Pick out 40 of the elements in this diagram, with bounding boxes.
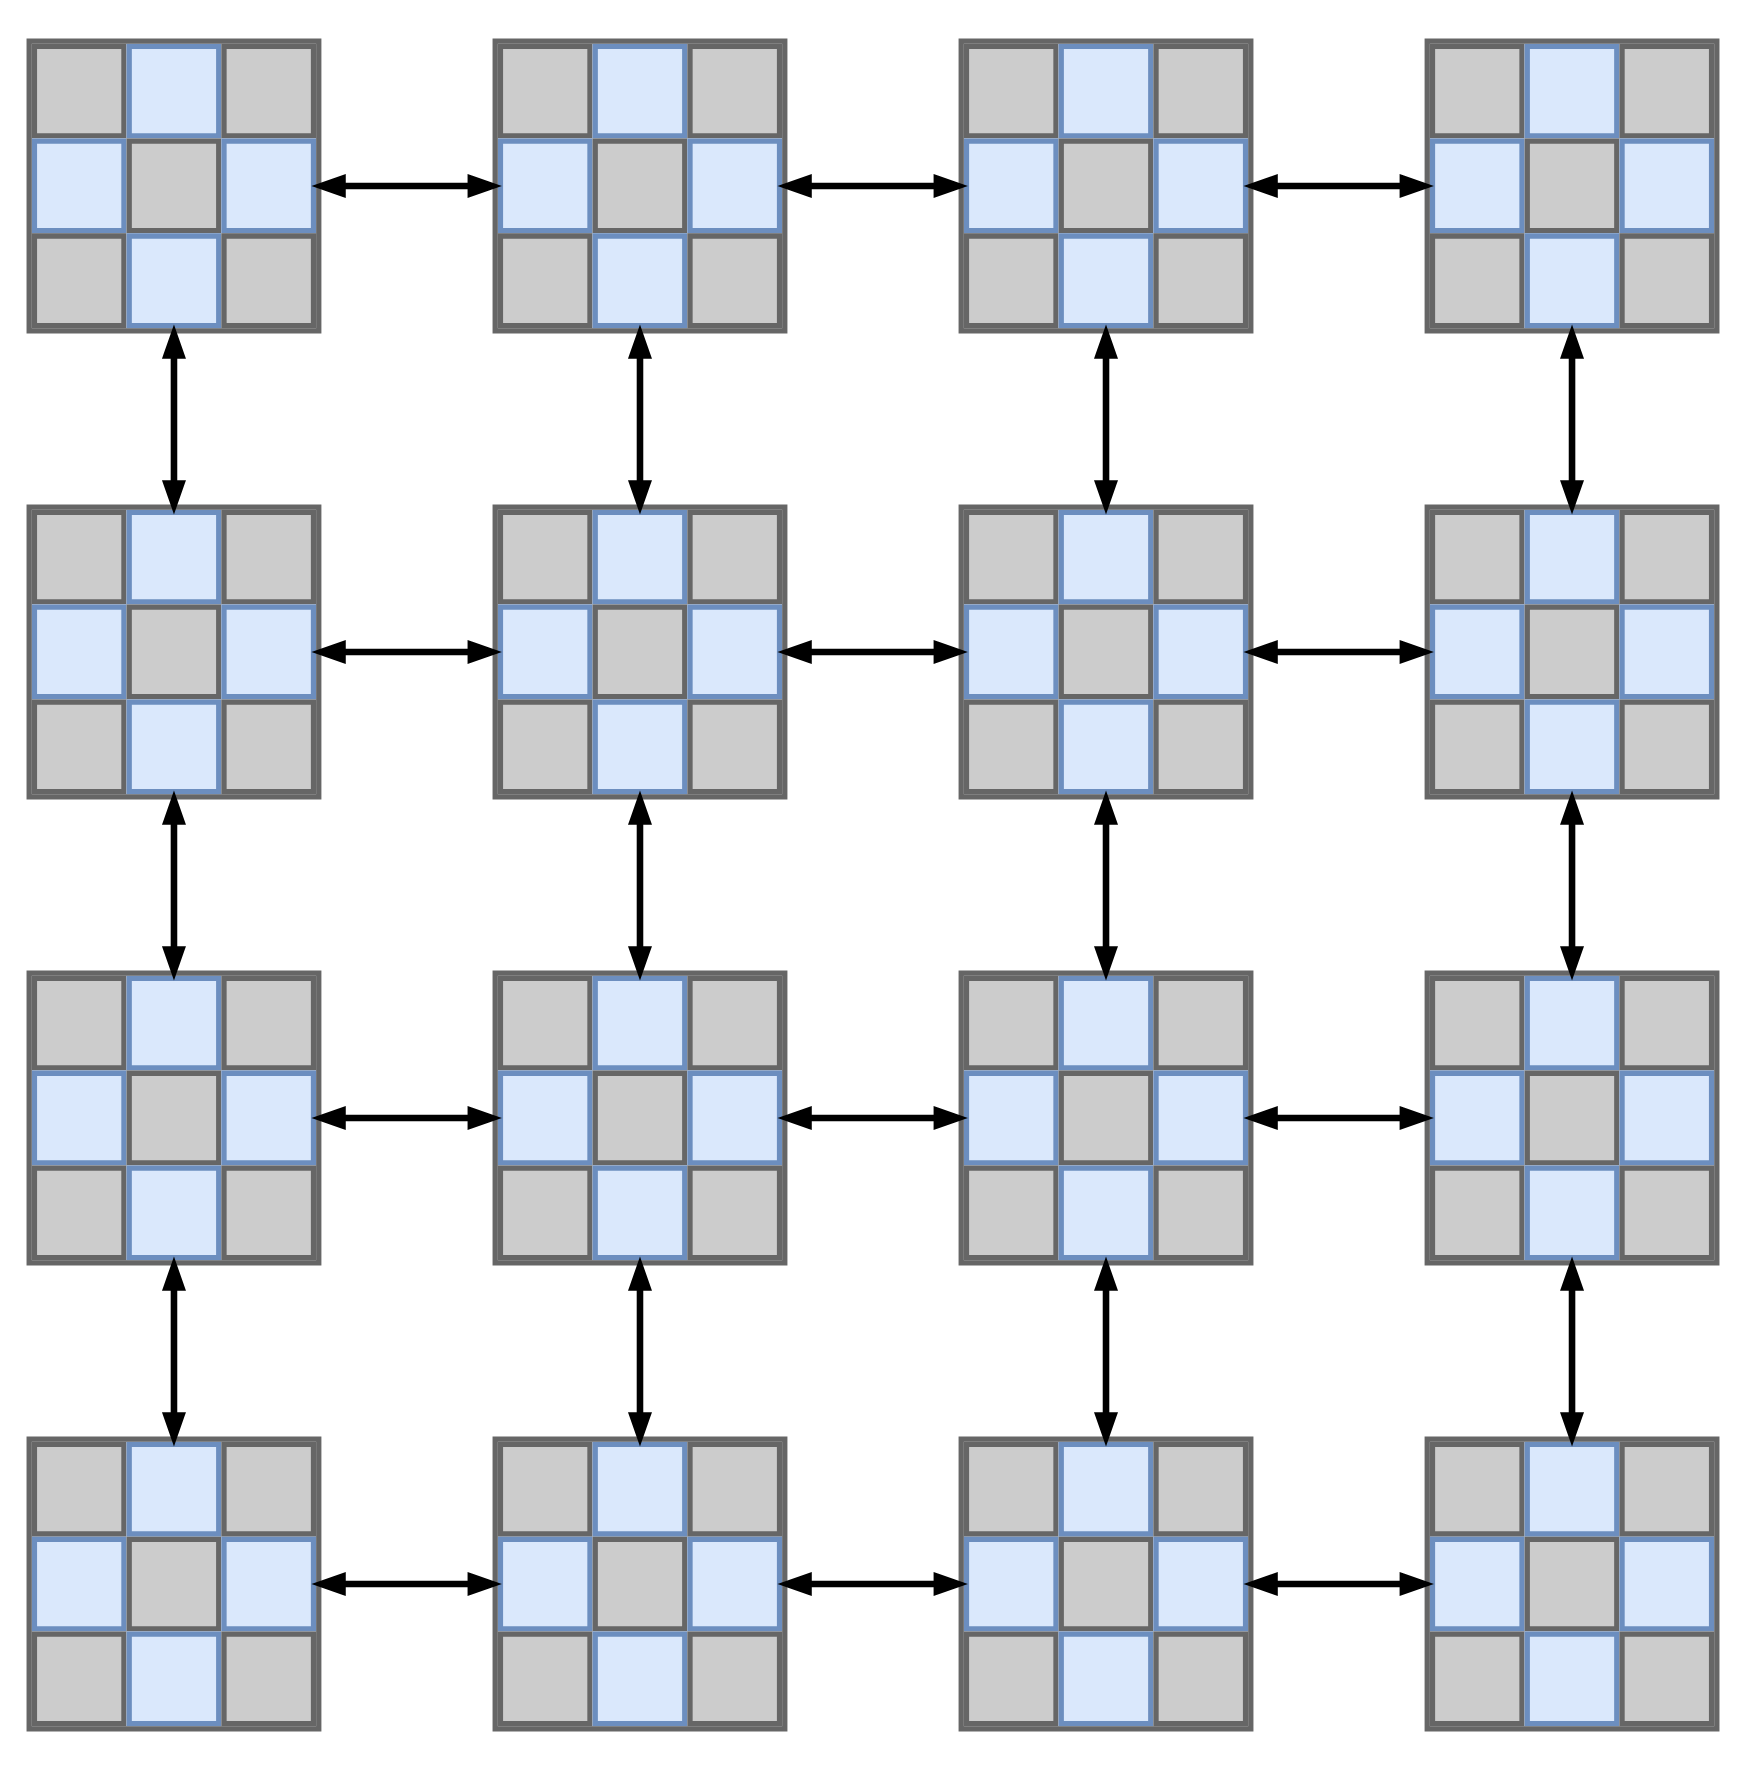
arrow xyxy=(628,789,652,980)
node-box xyxy=(958,503,1254,799)
arrow xyxy=(311,1571,502,1596)
node-box xyxy=(958,1435,1254,1731)
arrow xyxy=(161,323,186,514)
arrow xyxy=(1243,1571,1434,1596)
arrow xyxy=(1243,1105,1434,1129)
arrow xyxy=(777,1105,968,1129)
arrow xyxy=(311,172,502,197)
node-box xyxy=(958,37,1254,333)
node-box xyxy=(1424,1435,1720,1731)
node-box xyxy=(1424,37,1720,333)
node-box xyxy=(26,37,322,333)
node-box xyxy=(492,37,788,333)
node-box xyxy=(1424,503,1720,799)
arrow xyxy=(628,1255,652,1446)
arrow xyxy=(1560,1255,1585,1446)
arrow xyxy=(1560,789,1585,980)
arrow xyxy=(777,1571,968,1596)
arrow xyxy=(1243,172,1434,197)
arrow xyxy=(628,323,652,514)
arrow xyxy=(311,1105,502,1129)
arrow xyxy=(161,789,186,980)
node-box xyxy=(26,969,322,1265)
arrow xyxy=(1094,789,1118,980)
node-box xyxy=(958,969,1254,1265)
node-box xyxy=(492,1435,788,1731)
node-box xyxy=(1424,969,1720,1265)
arrow xyxy=(1560,323,1585,514)
arrow xyxy=(777,172,968,197)
node-box xyxy=(492,503,788,799)
arrow xyxy=(1243,639,1434,663)
node-box xyxy=(26,1435,322,1731)
arrow xyxy=(161,1255,186,1446)
arrow xyxy=(1094,323,1118,514)
arrow xyxy=(311,639,502,663)
arrow xyxy=(777,639,968,663)
arrow xyxy=(1094,1255,1118,1446)
node-box xyxy=(492,969,788,1265)
node-box xyxy=(26,503,322,799)
